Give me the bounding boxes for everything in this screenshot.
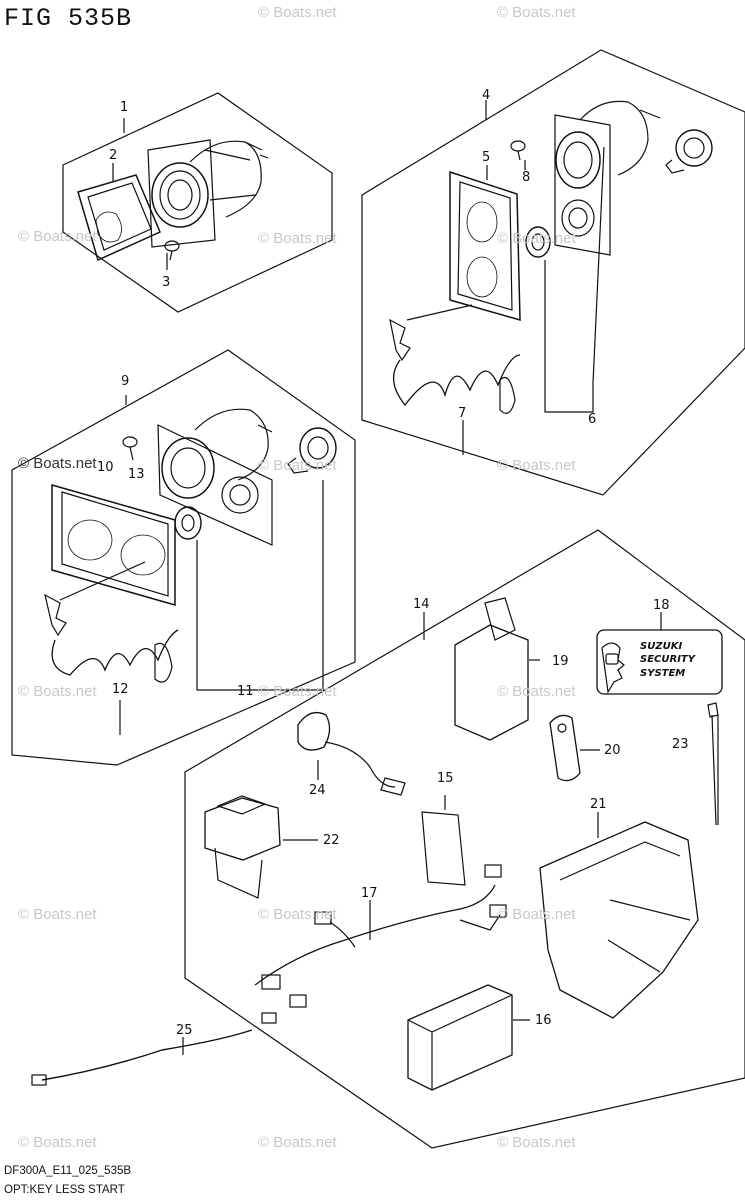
part-module-19 xyxy=(454,597,540,741)
watermark: © Boats.net xyxy=(258,457,337,474)
callout-6: 6 xyxy=(588,412,597,427)
logo-text-3: SYSTEM xyxy=(640,668,686,679)
callout-24: 24 xyxy=(309,783,326,798)
callout-23: 23 xyxy=(672,737,689,752)
part-switch-4 xyxy=(554,100,661,256)
callout-3: 3 xyxy=(162,275,171,290)
part-bezel-2 xyxy=(77,163,161,262)
callout-19: 19 xyxy=(552,654,569,669)
part-ecu-21 xyxy=(539,812,699,1019)
part-bezel-5 xyxy=(449,165,521,322)
callout-21: 21 xyxy=(590,797,607,812)
part-case-16 xyxy=(407,984,530,1091)
group-box-1 xyxy=(62,92,333,313)
callout-17: 17 xyxy=(361,886,378,901)
footer-name: OPT:KEY LESS START xyxy=(4,1184,125,1196)
callout-10: 10 xyxy=(97,460,114,475)
callout-2: 2 xyxy=(109,148,118,163)
part-logo-18 xyxy=(596,612,723,695)
part-stop-button-9 xyxy=(287,427,337,474)
part-relay-22 xyxy=(204,795,318,899)
callout-5: 5 xyxy=(482,150,491,165)
part-lanyard-7 xyxy=(389,304,521,455)
watermark: © Boats.net xyxy=(258,1134,337,1151)
watermark: © Boats.net xyxy=(497,230,576,247)
watermark: © Boats.net xyxy=(258,683,337,700)
part-fob-20 xyxy=(549,714,600,782)
group-box-4 xyxy=(361,49,745,496)
callout-13: 13 xyxy=(128,467,145,482)
watermark: © Boats.net xyxy=(18,455,97,472)
callout-15: 15 xyxy=(437,771,454,786)
watermark: © Boats.net xyxy=(258,4,337,21)
watermark: © Boats.net xyxy=(497,1134,576,1151)
part-switch-9 xyxy=(157,408,273,546)
part-lanyard-12 xyxy=(44,561,179,735)
watermark: © Boats.net xyxy=(497,683,576,700)
part-card-15 xyxy=(421,795,466,886)
footer-code: DF300A_E11_025_535B xyxy=(4,1165,132,1177)
part-cable-25 xyxy=(31,1012,277,1086)
callout-20: 20 xyxy=(604,743,621,758)
part-ring-6 xyxy=(525,226,551,258)
callout-1: 1 xyxy=(120,100,129,115)
watermark: © Boats.net xyxy=(497,4,576,21)
watermark: © Boats.net xyxy=(497,457,576,474)
watermark: © Boats.net xyxy=(258,906,337,923)
part-screw-13 xyxy=(122,436,138,461)
watermark: © Boats.net xyxy=(18,683,97,700)
part-sensor-24 xyxy=(297,711,406,796)
logo-text-1: SUZUKI xyxy=(640,641,683,652)
watermark: © Boats.net xyxy=(18,906,97,923)
callout-18: 18 xyxy=(653,598,670,613)
callout-11: 11 xyxy=(237,684,254,699)
watermark: © Boats.net xyxy=(258,230,337,247)
watermark: © Boats.net xyxy=(18,1134,97,1151)
callout-22: 22 xyxy=(323,833,340,848)
part-screw-3 xyxy=(164,240,180,270)
callout-7: 7 xyxy=(458,406,467,421)
leader-11 xyxy=(196,480,324,691)
logo-text-2: SECURITY xyxy=(640,654,695,665)
part-screw-8 xyxy=(510,140,526,170)
callout-14: 14 xyxy=(413,597,430,612)
part-stop-button-4 xyxy=(665,129,713,174)
watermark: © Boats.net xyxy=(497,906,576,923)
part-tie-23 xyxy=(707,702,719,826)
callout-8: 8 xyxy=(522,170,531,185)
group-box-9 xyxy=(11,349,356,766)
watermark: © Boats.net xyxy=(18,228,97,245)
leader-6 xyxy=(544,146,605,413)
group-box-14 xyxy=(184,529,745,1149)
callout-16: 16 xyxy=(535,1013,552,1028)
callout-9: 9 xyxy=(121,374,130,389)
part-bezel-10 xyxy=(51,484,176,606)
part-ring-11 xyxy=(174,506,202,540)
part-harness-17 xyxy=(254,864,507,1008)
callout-12: 12 xyxy=(112,682,129,697)
figure-title: FIG 535B xyxy=(4,4,133,33)
callout-25: 25 xyxy=(176,1023,193,1038)
part-switch-1 xyxy=(147,139,269,248)
callout-4: 4 xyxy=(482,88,491,103)
